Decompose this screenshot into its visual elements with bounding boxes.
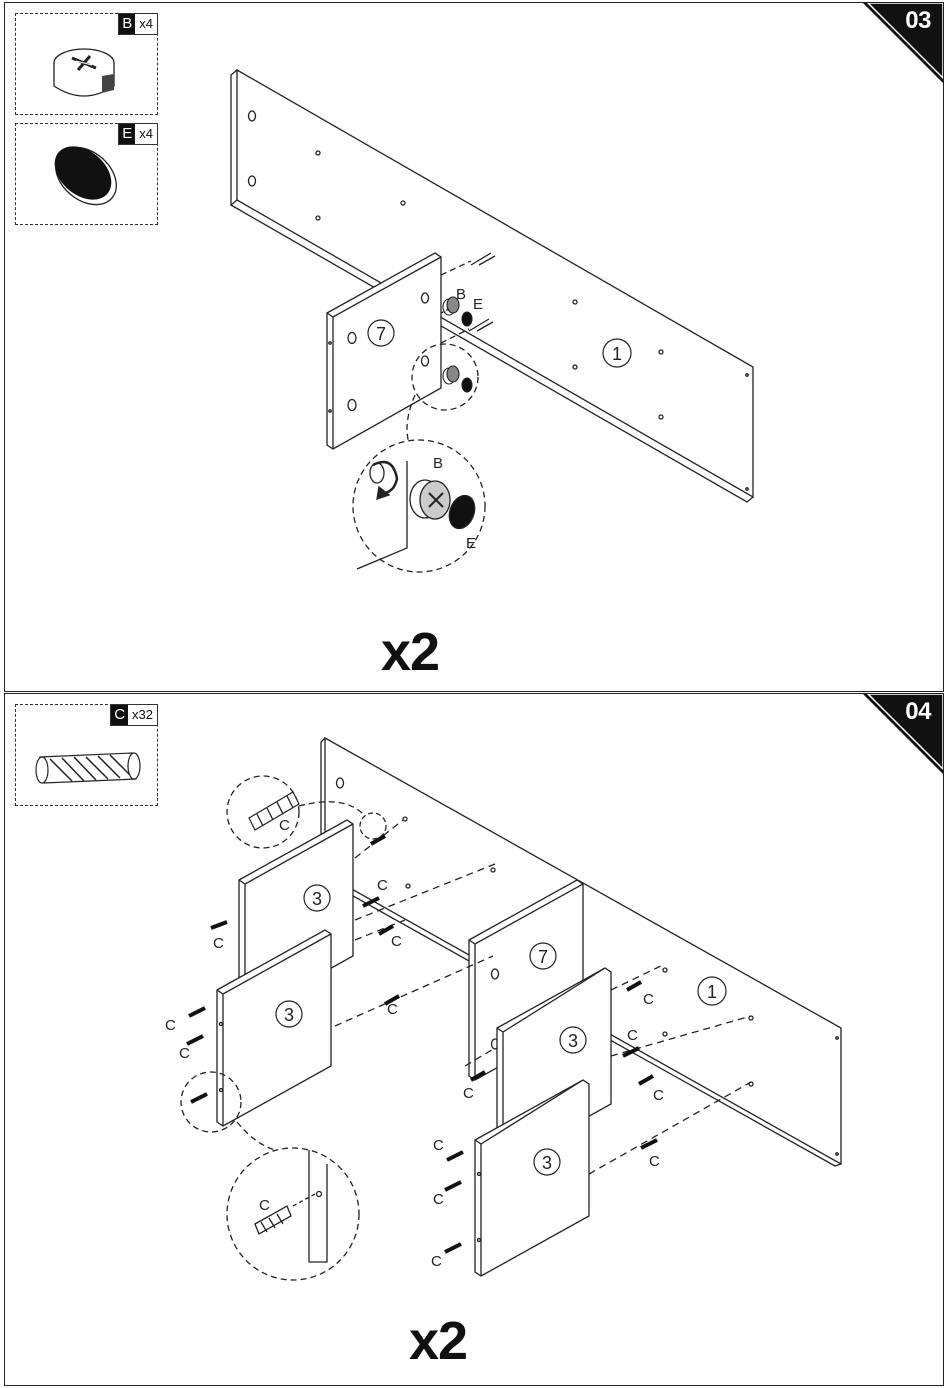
callout-e: E <box>473 296 483 313</box>
detail-callout-b: B <box>433 455 443 472</box>
step-03-panel: 03 B x4 E x4 <box>4 2 944 692</box>
callout-b: B <box>456 286 466 303</box>
repeat-count: x2 <box>409 1310 467 1372</box>
repeat-count: x2 <box>381 621 439 683</box>
callout-c: C <box>653 1087 664 1104</box>
callout-c: C <box>377 877 388 894</box>
callout-c: C <box>433 1191 444 1208</box>
callout-c: C <box>433 1137 444 1154</box>
panel-label-3: 3 <box>568 1031 578 1051</box>
panel-label-3: 3 <box>542 1153 552 1173</box>
callout-c: C <box>165 1017 176 1034</box>
panel-label-3: 3 <box>312 889 322 909</box>
callout-c: C <box>213 935 224 952</box>
panel-label-7: 7 <box>376 324 386 344</box>
panel-label-1: 1 <box>612 344 622 364</box>
panel-label-1: 1 <box>707 982 717 1002</box>
callout-c: C <box>391 933 402 950</box>
detail-callout-e: E <box>466 535 476 552</box>
step-03-assembly-drawing: 7 1 B E B E <box>5 3 944 692</box>
callout-c: C <box>279 817 290 834</box>
callout-c: C <box>463 1085 474 1102</box>
callout-c: C <box>627 1027 638 1044</box>
panel-label-3: 3 <box>284 1005 294 1025</box>
callout-c: C <box>387 1001 398 1018</box>
callout-c: C <box>643 991 654 1008</box>
callout-c: C <box>179 1045 190 1062</box>
step-04-assembly-drawing: 3 3 7 1 3 3 C C C C C C C C C C C C C C <box>5 694 944 1386</box>
callout-c: C <box>649 1153 660 1170</box>
panel-label-7: 7 <box>538 947 548 967</box>
callout-c: C <box>431 1253 442 1270</box>
detail-callout-c: C <box>259 1197 270 1214</box>
step-04-panel: 04 C x32 <box>4 693 944 1386</box>
